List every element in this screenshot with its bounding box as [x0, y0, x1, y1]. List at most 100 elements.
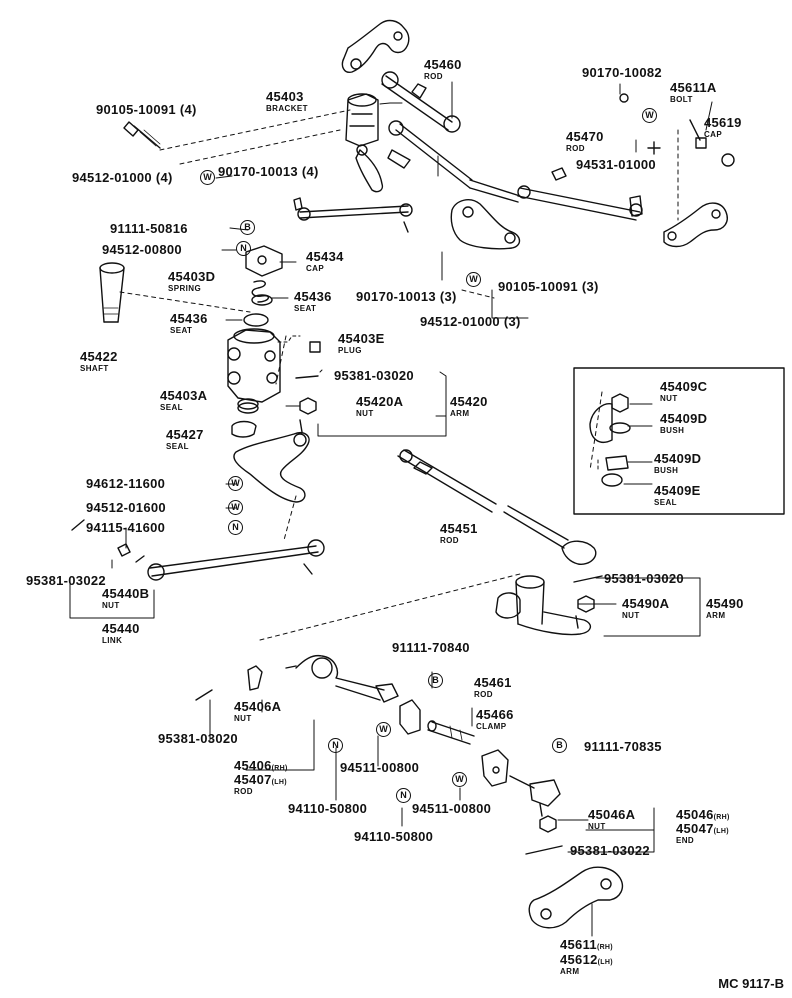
- shaft-illustration: [99, 262, 125, 323]
- seal-name-45409E: SEAL: [654, 498, 677, 507]
- part-45047: 45047(LH): [676, 822, 729, 835]
- washer-symbol-w: W: [228, 476, 243, 491]
- nut-symbol-n: N: [328, 738, 343, 753]
- part-91111-70840: 91111-70840: [392, 640, 470, 655]
- cotter-45046-illustration: [525, 845, 563, 855]
- part-95381-03020-right: 95381-03020: [604, 571, 684, 586]
- arm-name-45420: ARM: [450, 409, 470, 418]
- tie-rod-upper-illustration: [293, 197, 413, 233]
- spring-name: SPRING: [168, 284, 202, 293]
- bolt-45611A-illustration: [689, 119, 707, 149]
- seat-lower-illustration: [243, 313, 269, 327]
- idler-housing-illustration: [227, 328, 281, 403]
- nut-name-45490A: NUT: [622, 611, 640, 620]
- part-45611-number: 45611: [560, 937, 597, 952]
- part-45440: 45440: [102, 621, 140, 636]
- part-95381-03020-upper: 95381-03020: [334, 368, 414, 383]
- washer-symbol-w: W: [452, 772, 467, 787]
- nut-45046A-illustration: [539, 815, 557, 833]
- cap-name-45619: CAP: [704, 130, 723, 139]
- part-45490A: 45490A: [622, 596, 670, 611]
- part-91111-50816: 91111-50816: [110, 221, 188, 236]
- bolt-symbol-b: B: [428, 673, 443, 688]
- bolt-symbol-b: B: [240, 220, 255, 235]
- part-94612-11600: 94612-11600: [86, 476, 166, 491]
- idler-arm-center-illustration: [450, 199, 521, 250]
- rod-name-45451: ROD: [440, 536, 459, 545]
- part-90170-10082: 90170-10082: [582, 65, 662, 80]
- nut-90170-10082-illustration: [619, 93, 629, 103]
- idler-arm-45490-illustration: [495, 575, 603, 636]
- part-45407: 45407(LH): [234, 773, 287, 786]
- washer-symbol-w: W: [376, 722, 391, 737]
- rod-45451-illustration: [397, 449, 597, 565]
- part-45406: 45406(RH): [234, 759, 288, 772]
- cap-45434-illustration: [245, 245, 283, 277]
- part-45403D: 45403D: [168, 269, 216, 284]
- rod-45406-illustration: [285, 654, 399, 703]
- part-94115-41600: 94115-41600: [86, 520, 166, 535]
- leader-lines: [69, 81, 713, 937]
- part-45436-upper: 45436: [294, 289, 332, 304]
- part-45409D-lower: 45409D: [654, 451, 702, 466]
- cap-name-45434: CAP: [306, 264, 325, 273]
- part-94110-50800-right: 94110-50800: [354, 829, 434, 844]
- washer-tick: [647, 141, 661, 155]
- part-45406A: 45406A: [234, 699, 282, 714]
- part-94512-01000-4: 94512-01000 (4): [72, 170, 173, 185]
- knuckle-arm-bottom-illustration: [528, 866, 624, 929]
- part-45420A: 45420A: [356, 394, 404, 409]
- part-90105-10091-4: 90105-10091 (4): [96, 102, 197, 117]
- nut-name-45046A: NUT: [588, 822, 606, 831]
- seat-name-lower: SEAT: [170, 326, 193, 335]
- part-45436-lower: 45436: [170, 311, 208, 326]
- shaft-name: SHAFT: [80, 364, 109, 373]
- inset-box: [573, 367, 785, 515]
- nut-symbol-n: N: [236, 241, 251, 256]
- cotter-pin-illustration: [295, 375, 319, 379]
- washer-symbol-w: W: [200, 170, 215, 185]
- washer-symbol-w: W: [642, 108, 657, 123]
- cap-45619-illustration: [721, 153, 735, 167]
- part-45611A: 45611A: [670, 80, 717, 95]
- nut-symbol-n: N: [228, 520, 243, 535]
- part-94110-50800-left: 94110-50800: [288, 801, 368, 816]
- part-45466: 45466: [476, 707, 514, 722]
- part-90170-10013-3: 90170-10013 (3): [356, 289, 457, 304]
- rh-tag-45406: (RH): [271, 765, 288, 772]
- clamp-upper-illustration: [399, 699, 421, 735]
- arm-name-45611: ARM: [560, 967, 580, 976]
- part-45407-number: 45407: [234, 772, 272, 787]
- dashed-leaders: [119, 109, 679, 641]
- seal-name-45403A: SEAL: [160, 403, 183, 412]
- rod-name-45460: ROD: [424, 72, 443, 81]
- rh-tag-45046: (RH): [713, 814, 730, 821]
- seal-45427-illustration: [231, 420, 257, 438]
- nut-45490A-illustration: [577, 595, 595, 613]
- rod-name-45406: ROD: [234, 787, 253, 796]
- diagram-code: MC 9117-B: [718, 976, 784, 991]
- part-94512-01600: 94512-01600: [86, 500, 166, 515]
- part-95381-03022-left: 95381-03022: [26, 573, 106, 588]
- knuckle-arm-right-illustration: [663, 202, 728, 248]
- rod-45461-illustration: [427, 720, 475, 745]
- part-45403E: 45403E: [338, 331, 385, 346]
- pitman-arm-illustration: [233, 419, 310, 503]
- part-45440B: 45440B: [102, 586, 150, 601]
- part-45427: 45427: [166, 427, 204, 442]
- bolt-name: BOLT: [670, 95, 693, 104]
- part-45409D-upper: 45409D: [660, 411, 708, 426]
- nut-45420A-illustration: [299, 397, 317, 415]
- part-45490: 45490: [706, 596, 744, 611]
- end-name: END: [676, 836, 695, 845]
- part-95381-03022-right: 95381-03022: [570, 843, 650, 858]
- lh-tag-45407: (LH): [271, 779, 287, 786]
- clamp-name: CLAMP: [476, 722, 507, 731]
- bolt-illustration: [123, 121, 161, 149]
- bush-name-lower: BUSH: [654, 466, 679, 475]
- arm-name-45490: ARM: [706, 611, 726, 620]
- knuckle-arm-top-illustration: [341, 19, 410, 73]
- bush-name-upper: BUSH: [660, 426, 685, 435]
- part-45047-number: 45047: [676, 821, 714, 836]
- rod-45470-illustration: [517, 167, 643, 221]
